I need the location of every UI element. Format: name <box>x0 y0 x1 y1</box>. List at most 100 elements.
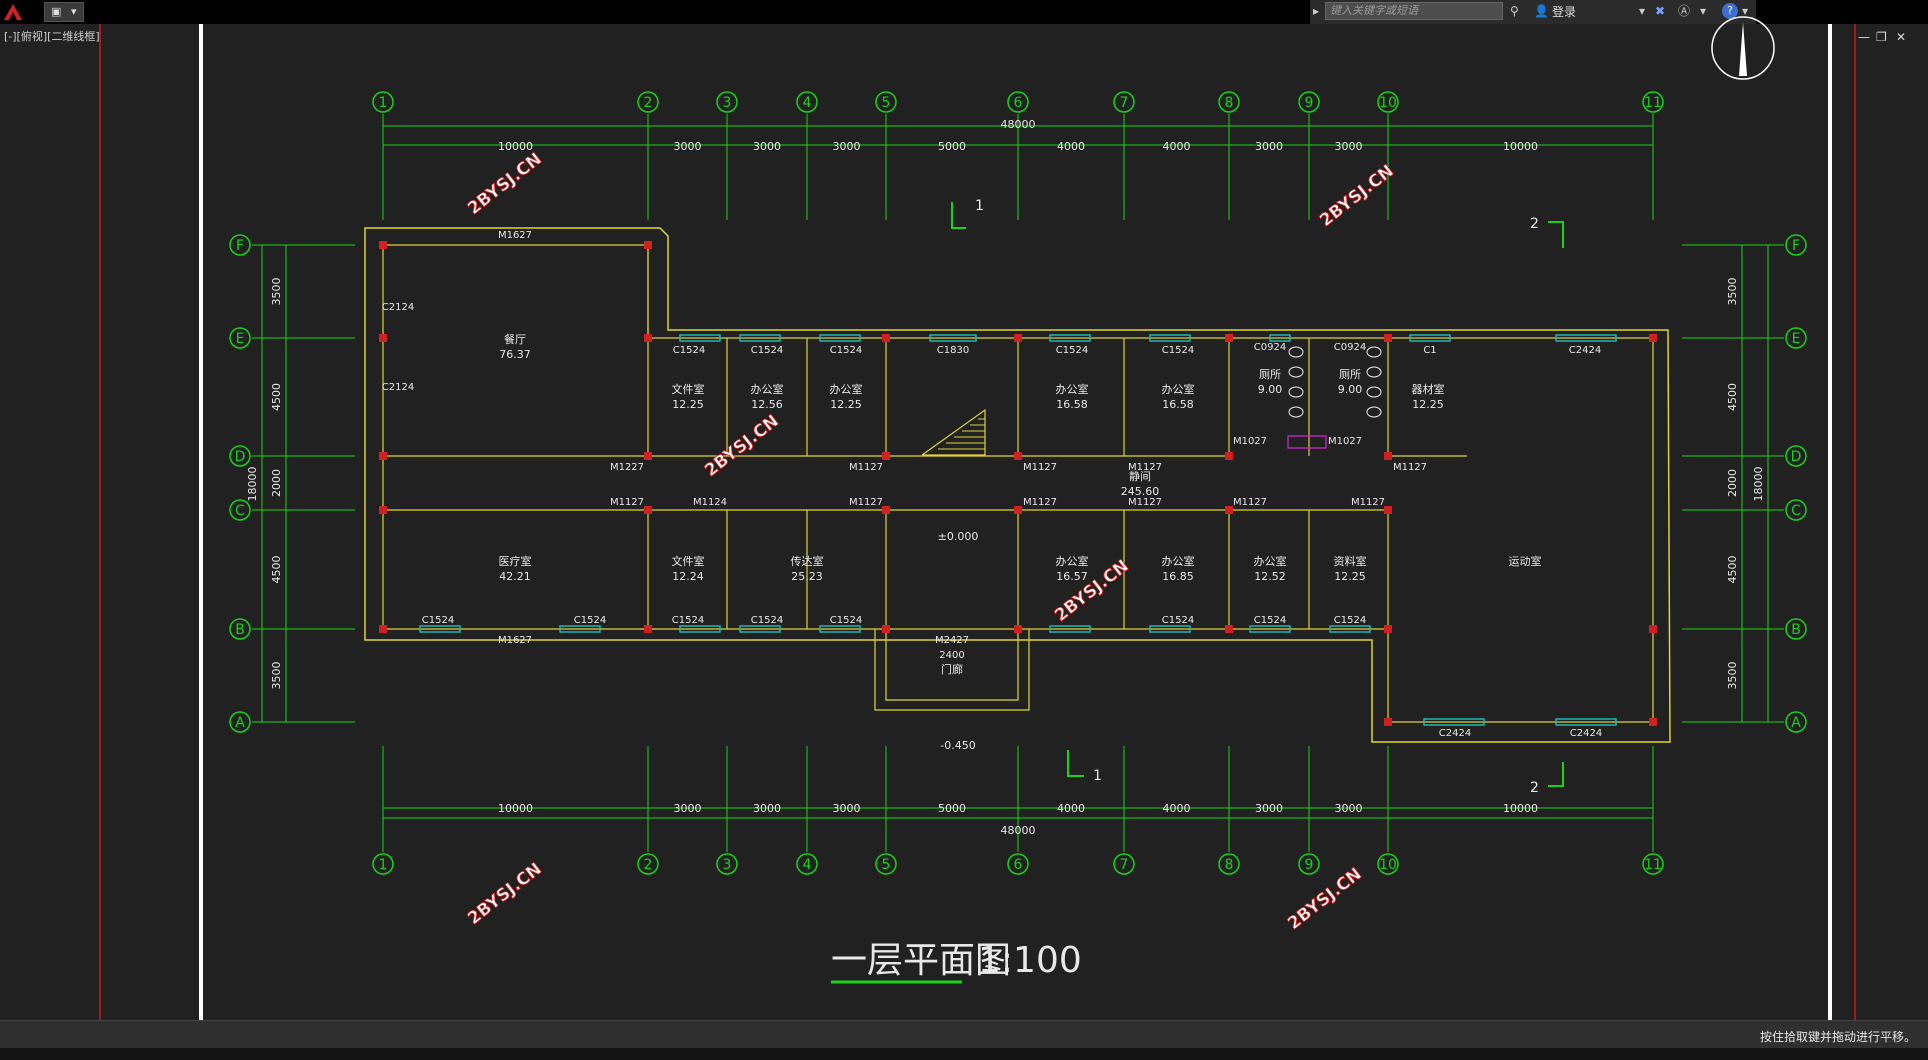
column <box>882 452 890 460</box>
opening-tag: M1124 <box>693 497 727 508</box>
axis-bubble <box>1642 91 1664 113</box>
column <box>1384 506 1392 514</box>
opening-tag: C1524 <box>673 345 705 356</box>
column <box>1014 452 1022 460</box>
toilet-fixture <box>1288 346 1304 358</box>
dim-text: 4500 <box>1726 556 1739 584</box>
opening-tag: M1127 <box>849 497 883 508</box>
section-line <box>1548 221 1564 248</box>
window <box>559 625 601 633</box>
column <box>1014 625 1022 633</box>
column <box>1225 506 1233 514</box>
column <box>379 506 387 514</box>
axis-bubble <box>637 91 659 113</box>
window <box>1269 334 1291 342</box>
dropdown-arrow-icon[interactable]: ▾ <box>71 5 77 18</box>
axis-number: 3 <box>723 95 732 111</box>
dim-text: 3000 <box>833 802 861 815</box>
column <box>1384 452 1392 460</box>
opening-tag: M1627 <box>498 230 532 241</box>
close-button[interactable]: ✕ <box>1896 30 1907 44</box>
watermark-text: 2BYSJ.CN <box>701 411 783 481</box>
axis-number: 5 <box>882 95 891 111</box>
dim-text: 3000 <box>833 140 861 153</box>
exterior-wall <box>364 227 1671 743</box>
lobby-area: 245.60 <box>1121 485 1160 498</box>
watermark-text: 2BYSJ.CN <box>1284 864 1366 934</box>
axis-number: 3 <box>723 857 732 873</box>
axis-bubble <box>229 327 251 349</box>
axis-letter: B <box>235 622 245 638</box>
room-name: 餐厅 <box>504 332 526 346</box>
axis-bubble <box>1785 445 1807 467</box>
dim-total: 48000 <box>1001 118 1036 131</box>
dim-text: 10000 <box>498 802 533 815</box>
restore-button[interactable]: ❐ <box>1876 30 1887 44</box>
window <box>929 334 977 342</box>
window <box>1149 625 1191 633</box>
search-input[interactable]: 键入关键字或短语 <box>1325 2 1503 20</box>
room-area: 12.56 <box>751 398 783 411</box>
quick-access-toolbar[interactable]: ▣ ▾ <box>44 2 84 22</box>
minimize-button[interactable]: — <box>1858 30 1870 44</box>
dim-total: 48000 <box>1001 824 1036 837</box>
dropdown-arrow-icon[interactable]: ▾ <box>1639 4 1646 18</box>
a360-icon[interactable]: Ⓐ <box>1678 4 1691 18</box>
login-button[interactable]: 登录 <box>1552 5 1577 19</box>
axis-letter: C <box>1791 503 1801 519</box>
room-area: 12.25 <box>830 398 862 411</box>
room-name: 器材室 <box>1412 382 1445 396</box>
elevation-label: ±0.000 <box>938 530 979 543</box>
toilet-fixture <box>1366 366 1382 378</box>
axis-letter: E <box>1792 331 1801 347</box>
toilet-fixture <box>1288 406 1304 418</box>
opening-tag: M1127 <box>1023 497 1057 508</box>
column <box>882 506 890 514</box>
column <box>644 334 652 342</box>
axis-number: 1 <box>379 95 388 111</box>
section-mark: 2 <box>1530 216 1539 232</box>
axis-letter: D <box>235 449 246 465</box>
window <box>739 334 781 342</box>
room-area: 12.25 <box>1412 398 1444 411</box>
column <box>1384 718 1392 726</box>
dim-text: 4000 <box>1057 802 1085 815</box>
opening-tag: M1127 <box>1393 462 1427 473</box>
save-icon[interactable]: ▣ <box>51 5 62 18</box>
dropdown-arrow-icon[interactable]: ▾ <box>1742 4 1749 18</box>
opening-tag: M1627 <box>498 635 532 646</box>
dim-text: 4500 <box>270 383 283 411</box>
axis-bubble <box>875 91 897 113</box>
exchange-icon[interactable]: ✖ <box>1655 4 1666 18</box>
watermark-text: 2BYSJ.CN <box>1316 161 1398 231</box>
sink <box>1287 435 1327 449</box>
expand-arrow-icon[interactable]: ▸ <box>1313 4 1320 18</box>
dropdown-arrow-icon[interactable]: ▾ <box>1700 4 1707 18</box>
room-name: 办公室 <box>1056 382 1089 396</box>
column <box>644 241 652 249</box>
toilet-fixture <box>1288 386 1304 398</box>
column <box>644 625 652 633</box>
axis-number: 9 <box>1305 857 1314 873</box>
axis-number: 4 <box>803 857 812 873</box>
column <box>1649 718 1657 726</box>
axis-number: 11 <box>1644 857 1662 873</box>
room-name: 办公室 <box>830 382 863 396</box>
column <box>1014 506 1022 514</box>
help-icon[interactable]: ? <box>1722 3 1738 19</box>
window <box>819 625 861 633</box>
room-name: 厕所 <box>1259 368 1281 381</box>
column <box>1384 625 1392 633</box>
label-layer: 餐厅76.37文件室12.25办公室12.56办公室12.25办公室16.58办… <box>382 198 1602 796</box>
column <box>1649 334 1657 342</box>
binoculars-icon[interactable]: ⚲ <box>1510 4 1519 18</box>
viewport-controls[interactable]: [-][俯视][二维线框] <box>4 30 100 43</box>
room-area: 12.52 <box>1254 570 1286 583</box>
user-icon[interactable]: 👤 <box>1534 4 1549 18</box>
autocad-logo-icon[interactable] <box>2 2 24 22</box>
column <box>882 334 890 342</box>
axis-letter: E <box>236 331 245 347</box>
axis-number: 7 <box>1120 857 1129 873</box>
